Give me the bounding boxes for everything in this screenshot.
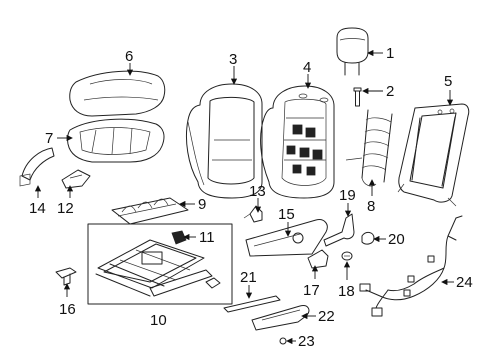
callout-10: 10 — [150, 312, 167, 329]
bracket-12 — [61, 169, 91, 189]
adjuster-motor-clip — [171, 230, 187, 245]
callout-5: 5 — [444, 73, 452, 90]
callout-4: 4 — [303, 59, 311, 76]
callout-15: 15 — [278, 206, 295, 223]
callout-labels: 1 2 3 4 5 6 7 8 9 10 11 12 13 14 15 16 1… — [29, 45, 473, 350]
callout-24: 24 — [456, 274, 473, 291]
cushion-spring-panel — [111, 197, 189, 225]
screw-23 — [279, 337, 287, 345]
callout-17: 17 — [303, 282, 320, 299]
trim-strip-21 — [223, 295, 281, 313]
callout-6: 6 — [125, 48, 133, 65]
handle-19 — [323, 213, 355, 247]
lumbar-support — [345, 109, 393, 187]
clip-16 — [55, 267, 77, 286]
callout-9: 9 — [198, 196, 206, 213]
knob-18 — [341, 251, 353, 261]
callout-18: 18 — [338, 283, 355, 300]
callout-19: 19 — [339, 187, 356, 204]
callout-21: 21 — [240, 269, 257, 286]
callout-8: 8 — [367, 198, 375, 215]
headrest — [336, 27, 369, 76]
callout-20: 20 — [388, 231, 405, 248]
callout-1: 1 — [386, 45, 394, 62]
seat-back-pad — [260, 85, 335, 199]
recliner-handle — [307, 249, 329, 269]
callout-7: 7 — [45, 130, 53, 147]
seat-cushion-cover — [69, 70, 166, 117]
callout-3: 3 — [229, 51, 237, 68]
callout-14: 14 — [29, 200, 46, 217]
seat-back-cover — [185, 83, 263, 199]
seat-back-frame — [397, 103, 470, 207]
leader-lines — [34, 49, 454, 345]
side-trim-14 — [19, 147, 55, 187]
callout-16: 16 — [59, 301, 76, 318]
callout-2: 2 — [386, 83, 394, 100]
seat-adjuster — [95, 239, 213, 297]
callout-12: 12 — [57, 200, 74, 217]
callout-11: 11 — [199, 229, 215, 246]
recliner-lever-13 — [243, 205, 263, 223]
seat-cushion-pad — [67, 118, 165, 163]
wire-harness — [359, 215, 463, 317]
outer-side-shield — [245, 219, 328, 257]
adjuster-group-box — [87, 223, 233, 305]
outer-trim-panel-22 — [251, 305, 310, 331]
callout-22: 22 — [318, 308, 335, 325]
switch-knob-20 — [361, 231, 375, 245]
headrest-guide — [353, 87, 362, 107]
callout-23: 23 — [298, 333, 315, 350]
callout-13: 13 — [249, 183, 266, 200]
adjuster-nut — [205, 277, 221, 289]
